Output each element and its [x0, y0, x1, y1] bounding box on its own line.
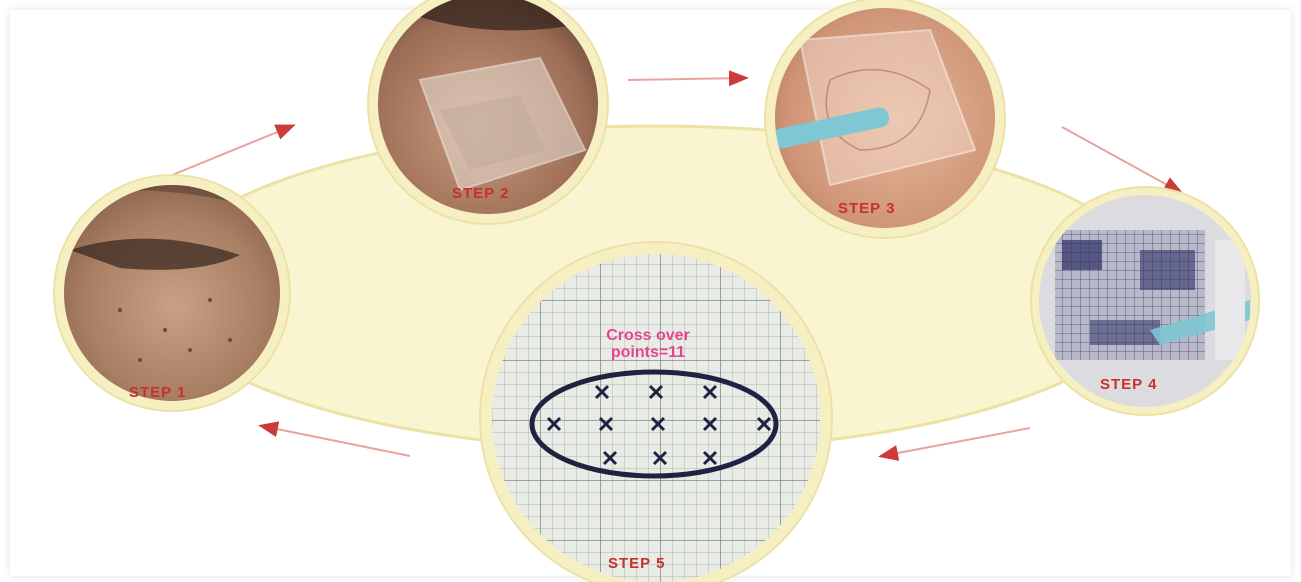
step5-photo	[480, 242, 832, 582]
arrow-icon	[882, 428, 1030, 456]
step4-label: STEP 4	[1100, 376, 1157, 393]
arrow-icon	[160, 126, 292, 180]
arrow-icon	[262, 426, 410, 456]
step5-overlay-text: Cross over points=11	[578, 327, 718, 361]
step5-label: STEP 5	[608, 555, 665, 572]
step5-overlay-line2: points=11	[578, 344, 718, 361]
step2-label: STEP 2	[452, 185, 509, 202]
arrow-icon	[1062, 127, 1180, 192]
step1-photo	[54, 175, 290, 411]
step3-label: STEP 3	[838, 200, 895, 217]
step5-overlay-line1: Cross over	[578, 327, 718, 344]
step1-label: STEP 1	[129, 384, 186, 401]
arrow-icon	[628, 78, 745, 80]
